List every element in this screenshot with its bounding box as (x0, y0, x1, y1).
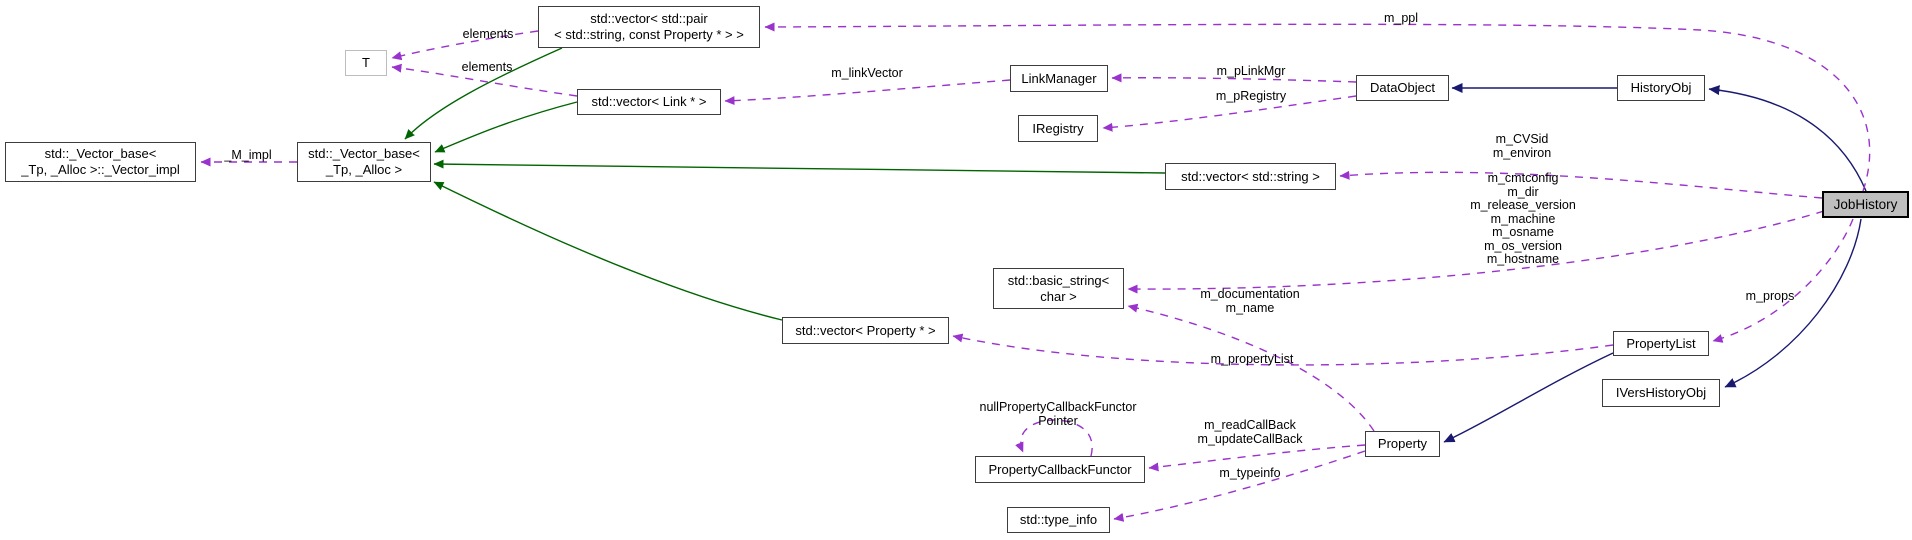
node-dataobject[interactable]: DataObject (1356, 75, 1449, 101)
edge-label-property-strings: m_documentation m_name (1200, 287, 1300, 315)
edge-label-jobhistory-strings-b: m_cmtconfig m_dir m_release_version m_ma… (1470, 171, 1576, 266)
node-std-basic-string[interactable]: std::basic_string< char > (993, 268, 1124, 309)
edge-label-nullpropertycallbackfunctorpointer: nullPropertyCallbackFunctor Pointer (979, 400, 1137, 428)
edge-label-m-typeinfo: m_typeinfo (1219, 466, 1281, 480)
edge-label-elements-1: elements (462, 27, 514, 41)
node-linkmanager[interactable]: LinkManager (1010, 65, 1108, 92)
edge-label-jobhistory-strings-a: m_CVSid m_environ (1492, 132, 1552, 160)
node-std-vector-pair[interactable]: std::vector< std::pair < std::string, co… (538, 6, 760, 48)
edge-label-m-props: m_props (1745, 289, 1795, 303)
node-template-param-t[interactable]: T (345, 50, 387, 76)
node-property[interactable]: Property (1365, 431, 1440, 457)
public-inheritance-edges (1443, 83, 1867, 443)
node-std-vector-string[interactable]: std::vector< std::string > (1165, 163, 1336, 190)
usage-edges (200, 22, 1871, 522)
node-std-type-info[interactable]: std::type_info (1007, 507, 1110, 533)
node-std-vector-link[interactable]: std::vector< Link * > (577, 89, 721, 115)
node-propertylist[interactable]: PropertyList (1613, 331, 1709, 356)
edge-label-m-plinkmgr: m_pLinkMgr (1216, 64, 1286, 78)
protected-inheritance-edges (404, 47, 1166, 321)
edge-label-m-ppl: m_ppl (1383, 11, 1419, 25)
edge-label-callbacks: m_readCallBack m_updateCallBack (1197, 418, 1303, 446)
node-jobhistory[interactable]: JobHistory (1822, 191, 1909, 218)
edge-label-m-linkvector: m_linkVector (831, 66, 903, 80)
edge-label-m-impl: _M_impl (224, 148, 272, 162)
node-iregistry[interactable]: IRegistry (1018, 115, 1098, 142)
node-ivershistoryobj[interactable]: IVersHistoryObj (1602, 379, 1720, 407)
node-std-vector-base[interactable]: std::_Vector_base< _Tp, _Alloc > (297, 142, 431, 182)
node-std-vector-property[interactable]: std::vector< Property * > (782, 317, 949, 344)
edge-label-m-pregistry: m_pRegistry (1215, 89, 1287, 103)
edge-label-m-propertylist: m_propertyList (1210, 352, 1294, 366)
node-propertycallbackfunctor[interactable]: PropertyCallbackFunctor (975, 456, 1145, 483)
node-historyobj[interactable]: HistoryObj (1617, 75, 1705, 101)
edge-label-elements-2: elements (461, 60, 513, 74)
node-std-vector-base-impl[interactable]: std::_Vector_base< _Tp, _Alloc >::_Vecto… (5, 142, 196, 182)
